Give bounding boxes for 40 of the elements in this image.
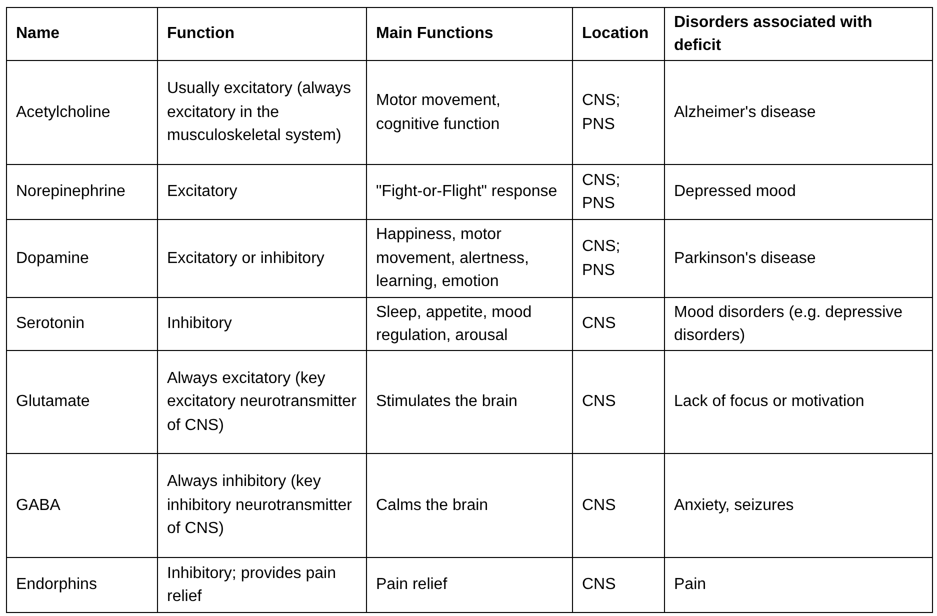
column-header: Location [572,8,664,60]
table-cell: Usually excitatory (always excitatory in the musculoskeletal system) [158,60,366,164]
table-cell: CNS; PNS [572,220,664,298]
table-cell: Motor movement, cognitive function [366,60,572,164]
column-header: Disorders associated with deficit [664,8,932,60]
table-cell: CNS [572,350,664,454]
table-cell: CNS; PNS [572,164,664,220]
table-cell: Acetylcholine [6,60,158,164]
table-cell: "Fight-or-Flight" response [366,164,572,220]
table-cell: Pain [664,558,932,612]
table-cell: Dopamine [6,220,158,298]
table-cell: Sleep, appetite, mood regulation, arousal [366,298,572,350]
table-cell: Endorphins [6,558,158,612]
table-cell: Depressed mood [664,164,932,220]
table-cell: Stimulates the brain [366,350,572,454]
table-cell: Anxiety, seizures [664,454,932,558]
column-header: Function [158,8,366,60]
table-cell: Norepinephrine [6,164,158,220]
table-cell: Excitatory or inhibitory [158,220,366,298]
table-cell: Happiness, motor movement, alertness, learning, emotion [366,220,572,298]
table-cell: CNS [572,298,664,350]
table-cell: Alzheimer's disease [664,60,932,164]
table-cell: CNS [572,558,664,612]
table-cell: CNS; PNS [572,60,664,164]
table-cell: Always inhibitory (key inhibitory neurotransmitter of CNS) [158,454,366,558]
column-header: Name [6,8,158,60]
table-cell: GABA [6,454,158,558]
table-cell: Calms the brain [366,454,572,558]
table-cell: Mood disorders (e.g. depressive disorders) [664,298,932,350]
table-cell: Glutamate [6,350,158,454]
table-cell: Always excitatory (key excitatory neurotransmitter of CNS) [158,350,366,454]
table-cell: Parkinson's disease [664,220,932,298]
table-cell: CNS [572,454,664,558]
table-cell: Inhibitory; provides pain relief [158,558,366,612]
table-cell: Serotonin [6,298,158,350]
table-cell: Inhibitory [158,298,366,350]
column-header: Main Functions [366,8,572,60]
table-cell: Lack of focus or motivation [664,350,932,454]
table-cell: Pain relief [366,558,572,612]
table-cell: Excitatory [158,164,366,220]
